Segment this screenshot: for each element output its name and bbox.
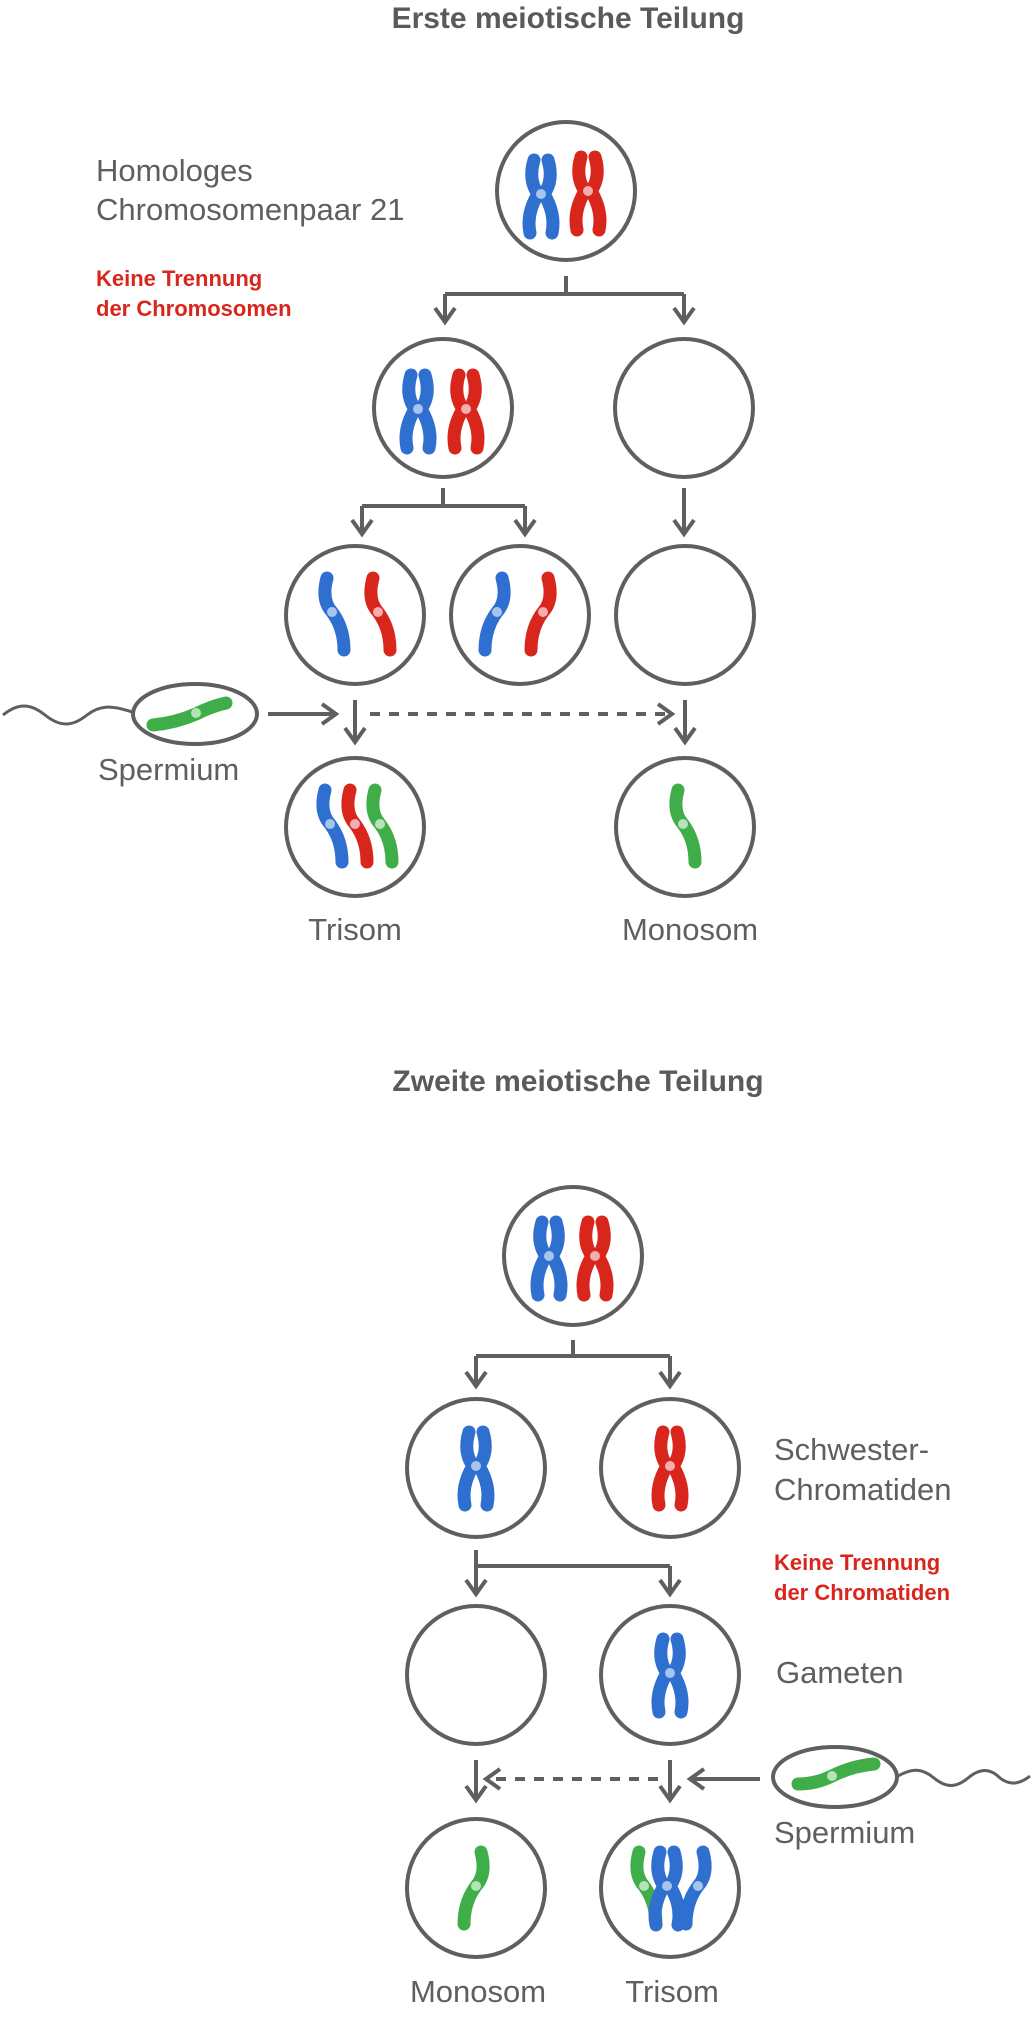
- nondisjunction-note-line2: der Chromosomen: [96, 296, 292, 321]
- cell-first-level2-right: [613, 337, 755, 479]
- gamete-first-left: [284, 544, 426, 686]
- dashed-arrow-first: [370, 702, 676, 726]
- fertilization-arrows-second: [464, 1760, 682, 1804]
- gamete-first-middle: [449, 544, 591, 686]
- cell-second-level2-right: [599, 1397, 741, 1539]
- result-label-first-right: Monosom: [622, 912, 758, 947]
- parent-cell-second: [502, 1185, 644, 1327]
- zygote-first-monosomy: [614, 756, 756, 898]
- dashed-arrow-second: [482, 1767, 658, 1791]
- zygote-second-monosomy: [405, 1817, 547, 1959]
- nondisjunction-note2-line2: der Chromatiden: [774, 1580, 950, 1605]
- sister-label-line1: Schwester-: [774, 1432, 929, 1467]
- parent-cell-first: [495, 120, 637, 262]
- split-arrow-first-1: [433, 276, 696, 326]
- cell-second-level2-left: [405, 1397, 547, 1539]
- sperm-label-first: Spermium: [98, 752, 239, 787]
- split-arrow-first-2: [350, 488, 696, 538]
- homolog-label-line1: Homologes: [96, 153, 253, 188]
- homolog-label-line2: Chromosomenpaar 21: [96, 192, 404, 227]
- sperm-icon: [2, 682, 259, 746]
- zygote-second-trisomy: [599, 1817, 741, 1959]
- split-arrow-second-2: [464, 1550, 682, 1598]
- result-label-first-left: Trisom: [308, 912, 402, 947]
- sperm-label-second: Spermium: [774, 1815, 915, 1850]
- section-title-first: Erste meiotische Teilung: [392, 2, 745, 35]
- sperm-icon: [771, 1745, 1031, 1809]
- fertilization-arrows-first: [343, 700, 697, 746]
- gamete-second-left: [405, 1604, 547, 1746]
- gamete-first-right: [614, 544, 756, 686]
- sperm-arrow-second: [686, 1767, 760, 1791]
- split-arrow-second-1: [464, 1340, 682, 1390]
- gamete-second-right: [599, 1604, 741, 1746]
- section-title-second: Zweite meiotische Teilung: [392, 1065, 763, 1098]
- cell-first-level2-left: [372, 337, 514, 479]
- nondisjunction-note-line1: Keine Trennung: [96, 266, 262, 291]
- sister-label-line2: Chromatiden: [774, 1472, 951, 1507]
- result-label-second-left: Monosom: [410, 1974, 546, 2009]
- nondisjunction-note2-line1: Keine Trennung: [774, 1550, 940, 1575]
- result-label-second-right: Trisom: [625, 1974, 719, 2009]
- zygote-first-trisomy: [284, 756, 426, 898]
- gametes-label: Gameten: [776, 1655, 904, 1690]
- sperm-arrow-first: [268, 702, 340, 726]
